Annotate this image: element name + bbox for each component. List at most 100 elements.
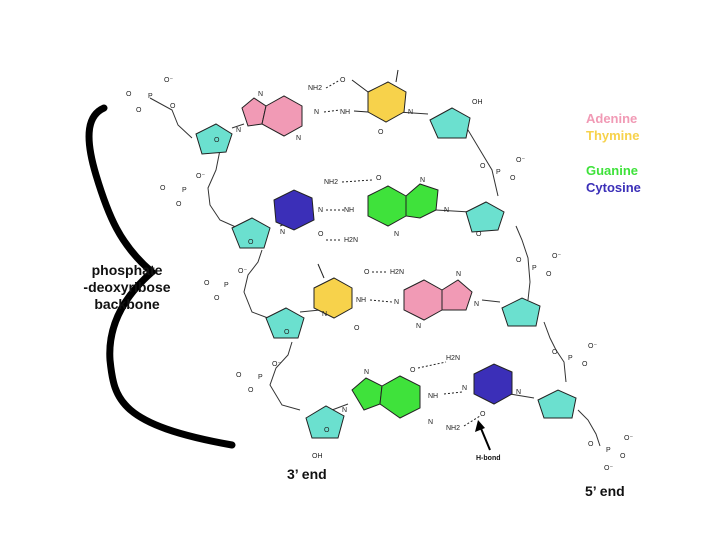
svg-text:P: P — [568, 355, 573, 362]
svg-text:O: O — [136, 107, 142, 114]
backbone-label-line-3: backbone — [94, 296, 160, 312]
svg-text:O: O — [516, 257, 522, 264]
svg-text:NH2: NH2 — [324, 179, 338, 186]
sugar-left-3 — [265, 307, 305, 339]
svg-text:N: N — [236, 127, 241, 134]
sugar-left-1 — [195, 123, 233, 155]
svg-text:N: N — [456, 271, 461, 278]
svg-text:N: N — [408, 109, 413, 116]
phosphate-3: O P O⁻ O — [204, 268, 247, 302]
hbond-pointer: H-bond — [475, 420, 501, 462]
sugars — [195, 107, 577, 439]
svg-text:OH: OH — [312, 453, 323, 460]
sugar-left-2 — [231, 217, 271, 249]
svg-text:O: O — [378, 129, 384, 136]
svg-text:O: O — [126, 91, 132, 98]
sugar-right-1 — [429, 107, 471, 139]
svg-text:O⁻: O⁻ — [588, 343, 597, 350]
svg-text:O: O — [552, 349, 558, 356]
base-pair-2: NH2 N O N O NH H2N N N N — [273, 175, 449, 244]
backbone-label: phosphate -deoxyribose backbone — [62, 262, 192, 313]
svg-text:O⁻: O⁻ — [516, 157, 525, 164]
svg-text:O: O — [318, 231, 324, 238]
five-prime-end-label: 5’ end — [585, 483, 625, 499]
svg-text:H2N: H2N — [390, 269, 404, 276]
sugar-right-2 — [465, 201, 505, 233]
svg-text:O: O — [410, 367, 416, 374]
phosphate-1: O P O⁻ O O — [126, 77, 176, 114]
sugar-left-4 — [305, 405, 345, 439]
thymine-1 — [367, 81, 407, 123]
svg-text:O⁻: O⁻ — [624, 435, 633, 442]
svg-text:OH: OH — [472, 99, 483, 106]
svg-text:H2N: H2N — [344, 237, 358, 244]
svg-text:O⁻: O⁻ — [552, 253, 561, 260]
svg-text:P: P — [532, 265, 537, 272]
legend-thymine: Thymine — [586, 128, 640, 143]
phosphate-8: P O⁻ O O⁻ O — [588, 435, 633, 472]
svg-text:O: O — [248, 239, 254, 246]
svg-text:N: N — [322, 311, 327, 318]
svg-text:O: O — [170, 103, 176, 110]
legend-adenine: Adenine — [586, 111, 638, 126]
svg-text:O: O — [480, 411, 486, 418]
phosphate-4: O P O⁻ O — [236, 361, 281, 394]
svg-text:O: O — [236, 372, 242, 379]
phosphate-5: P O⁻ O O — [480, 157, 525, 182]
svg-text:O: O — [214, 295, 220, 302]
guanine-4 — [351, 375, 421, 419]
backbone-label-line-1: phosphate — [91, 262, 163, 278]
svg-text:P: P — [606, 447, 611, 454]
svg-text:O: O — [588, 441, 594, 448]
svg-text:O: O — [176, 201, 182, 208]
svg-text:P: P — [224, 282, 229, 289]
phosphate-6: P O⁻ O O — [516, 253, 561, 278]
svg-text:O⁻: O⁻ — [272, 361, 281, 368]
svg-text:O: O — [546, 271, 552, 278]
svg-text:O: O — [160, 185, 166, 192]
svg-text:N: N — [428, 419, 433, 426]
backbone-label-line-2: -deoxyribose — [83, 279, 171, 295]
svg-text:O: O — [214, 137, 220, 144]
svg-text:N: N — [394, 299, 399, 306]
svg-text:O⁻: O⁻ — [164, 77, 173, 84]
svg-text:NH2: NH2 — [308, 85, 322, 92]
svg-text:N: N — [296, 135, 301, 142]
svg-text:NH2: NH2 — [446, 425, 460, 432]
adenine-3 — [403, 279, 473, 321]
svg-text:N: N — [420, 177, 425, 184]
svg-text:O: O — [248, 387, 254, 394]
svg-text:O: O — [204, 280, 210, 287]
svg-text:N: N — [444, 207, 449, 214]
svg-text:N: N — [318, 207, 323, 214]
svg-text:N: N — [416, 323, 421, 330]
backbone-bracket — [85, 104, 236, 449]
three-prime-end-label: 3’ end — [287, 466, 327, 482]
svg-text:O: O — [340, 77, 346, 84]
svg-text:H2N: H2N — [446, 355, 460, 362]
svg-text:O: O — [582, 361, 588, 368]
svg-text:P: P — [182, 187, 187, 194]
phosphate-groups: O P O⁻ O O O P O⁻ O O P O⁻ O O P O⁻ O P … — [126, 77, 633, 472]
sugar-right-3 — [501, 297, 541, 327]
svg-text:N: N — [364, 369, 369, 376]
svg-text:O⁻: O⁻ — [238, 268, 247, 275]
cytosine-2 — [273, 189, 315, 231]
svg-text:N: N — [314, 109, 319, 116]
svg-text:NH: NH — [344, 207, 354, 214]
svg-text:O: O — [284, 329, 290, 336]
legend-cytosine: Cytosine — [586, 180, 641, 195]
svg-text:N: N — [258, 91, 263, 98]
hbond-annotation: H-bond — [476, 455, 501, 462]
svg-text:NH: NH — [428, 393, 438, 400]
svg-text:O⁻: O⁻ — [196, 173, 205, 180]
svg-text:N: N — [342, 407, 347, 414]
svg-text:O⁻: O⁻ — [604, 465, 613, 472]
svg-text:O: O — [480, 163, 486, 170]
svg-text:O: O — [376, 175, 382, 182]
svg-text:N: N — [474, 301, 479, 308]
svg-text:O: O — [620, 453, 626, 460]
svg-text:P: P — [148, 93, 153, 100]
svg-text:NH: NH — [356, 297, 366, 304]
